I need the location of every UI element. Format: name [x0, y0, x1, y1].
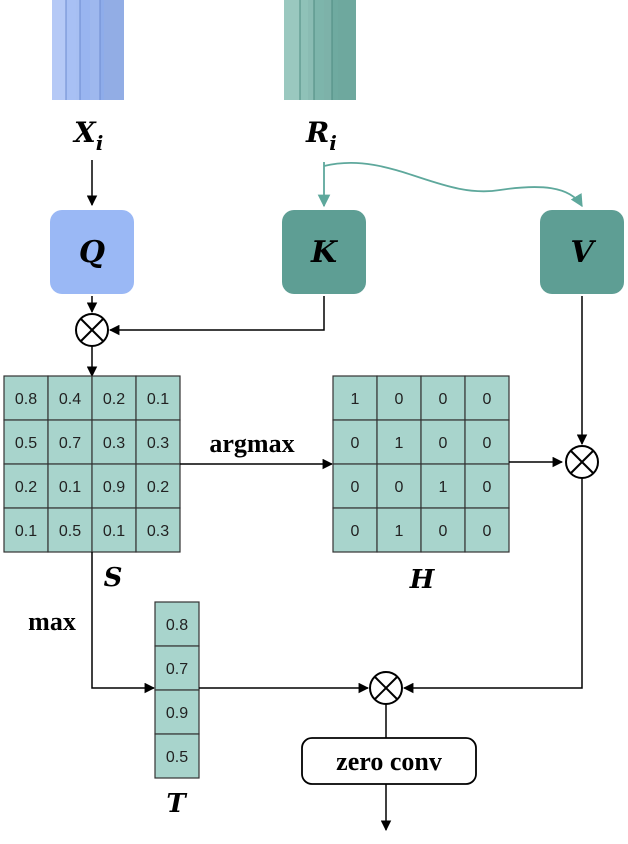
s-matrix-cell [47, 507, 93, 553]
s-matrix-cell-value: 0.3 [103, 435, 125, 452]
h-matrix-cell [420, 375, 466, 421]
h-matrix-cell-value: 0 [439, 435, 448, 452]
similarity-matrix: 0.8 0.4 0.2 0.1 0.5 0.7 0.3 0.3 0.2 0.1 0.9 0.2 0.1 0… [3, 375, 181, 553]
h-matrix-cell-value: 0 [351, 479, 360, 496]
zero-conv-block: zero conv [301, 737, 477, 785]
s-matrix-cell [135, 507, 181, 553]
h-matrix-cell-value: 0 [395, 391, 404, 408]
s-matrix-cell-value: 0.4 [59, 391, 81, 408]
h-matrix-cell-value: 1 [395, 523, 404, 540]
multiply-node-qk [75, 313, 109, 347]
multiply-node-hv [565, 445, 599, 479]
x-feature-stack [52, 0, 124, 100]
r-to-v-arrow [323, 161, 583, 208]
value-label: V [570, 235, 596, 270]
s-matrix-cell-value: 0.3 [147, 435, 169, 452]
s-matrix-cell-value: 0.5 [59, 523, 81, 540]
key-node: K [282, 210, 366, 294]
h-matrix-cell-value: 0 [483, 523, 492, 540]
h-matrix-cell-value: 0 [351, 435, 360, 452]
k-to-mult-arrow [108, 296, 325, 336]
s-matrix-cell-value: 0.2 [103, 391, 125, 408]
h-matrix-cell [420, 419, 466, 465]
hv-to-mult-arrow [402, 478, 583, 694]
h-matrix-cell [464, 419, 510, 465]
t-vector-label: T [166, 789, 187, 819]
s-matrix-cell [3, 419, 49, 465]
s-matrix-cell-value: 0.2 [147, 479, 169, 496]
t-vector-cell [154, 645, 200, 691]
t-vector-cell-value: 0.5 [166, 749, 188, 766]
key-label: K [310, 235, 339, 270]
s-matrix-cell-value: 0.7 [59, 435, 81, 452]
t-vector-cell [154, 689, 200, 735]
h-matrix-label: H [409, 565, 436, 595]
s-matrix-cell-value: 0.1 [147, 391, 169, 408]
s-matrix-label: S [104, 563, 123, 593]
h-matrix-cell-value: 1 [351, 391, 360, 408]
h-matrix-cell-value: 0 [395, 479, 404, 496]
s-matrix-cell [135, 463, 181, 509]
t-vector-cell [154, 601, 200, 647]
hard-index-matrix: 1 0 0 0 0 1 0 0 0 0 1 0 0 1 0 0 [332, 375, 510, 553]
h-matrix-cell-value: 1 [395, 435, 404, 452]
h-matrix-cell [332, 507, 378, 553]
h-matrix-cell-value: 0 [439, 391, 448, 408]
s-matrix-cell-value: 0.9 [103, 479, 125, 496]
h-matrix-cell-value: 0 [483, 391, 492, 408]
s-matrix-cell-value: 0.2 [15, 479, 37, 496]
h-matrix-cell-value: 0 [483, 435, 492, 452]
s-matrix-cell [91, 507, 137, 553]
s-matrix-cell-value: 0.5 [15, 435, 37, 452]
h-matrix-cell-value: 0 [351, 523, 360, 540]
s-matrix-cell-value: 0.1 [103, 523, 125, 540]
s-matrix-cell [135, 375, 181, 421]
x-input-label: Xi [72, 116, 103, 155]
h-matrix-cell [464, 375, 510, 421]
h-matrix-cell [464, 463, 510, 509]
t-vector-cell [154, 733, 200, 779]
s-matrix-cell-value: 0.1 [15, 523, 37, 540]
s-matrix-cell [47, 419, 93, 465]
max-arrow [91, 552, 156, 694]
multiply-node-final [369, 671, 403, 705]
zero-conv-label: zero conv [336, 747, 442, 776]
h-matrix-cell [376, 419, 422, 465]
h-matrix-cell-value: 1 [439, 479, 448, 496]
h-matrix-cell [332, 419, 378, 465]
s-matrix-cell-value: 0.3 [147, 523, 169, 540]
s-matrix-cell [135, 419, 181, 465]
h-matrix-cell-value: 0 [439, 523, 448, 540]
s-matrix-cell [3, 507, 49, 553]
h-matrix-cell-value: 0 [483, 479, 492, 496]
argmax-label: argmax [209, 429, 294, 458]
h-matrix-cell [464, 507, 510, 553]
s-matrix-cell-value: 0.1 [59, 479, 81, 496]
r-input-label: Ri [305, 116, 337, 155]
query-node: Q [50, 210, 134, 294]
t-vector-cell-value: 0.7 [166, 661, 188, 678]
r-feature-stack [284, 0, 356, 100]
h-matrix-cell [376, 507, 422, 553]
value-node: V [540, 210, 624, 294]
max-label: max [28, 607, 76, 636]
s-matrix-cell-value: 0.8 [15, 391, 37, 408]
t-vector-cell-value: 0.8 [166, 617, 188, 634]
query-label: Q [79, 235, 105, 270]
score-vector: 0.8 0.7 0.9 0.5 [154, 601, 200, 779]
t-vector-cell-value: 0.9 [166, 705, 188, 722]
